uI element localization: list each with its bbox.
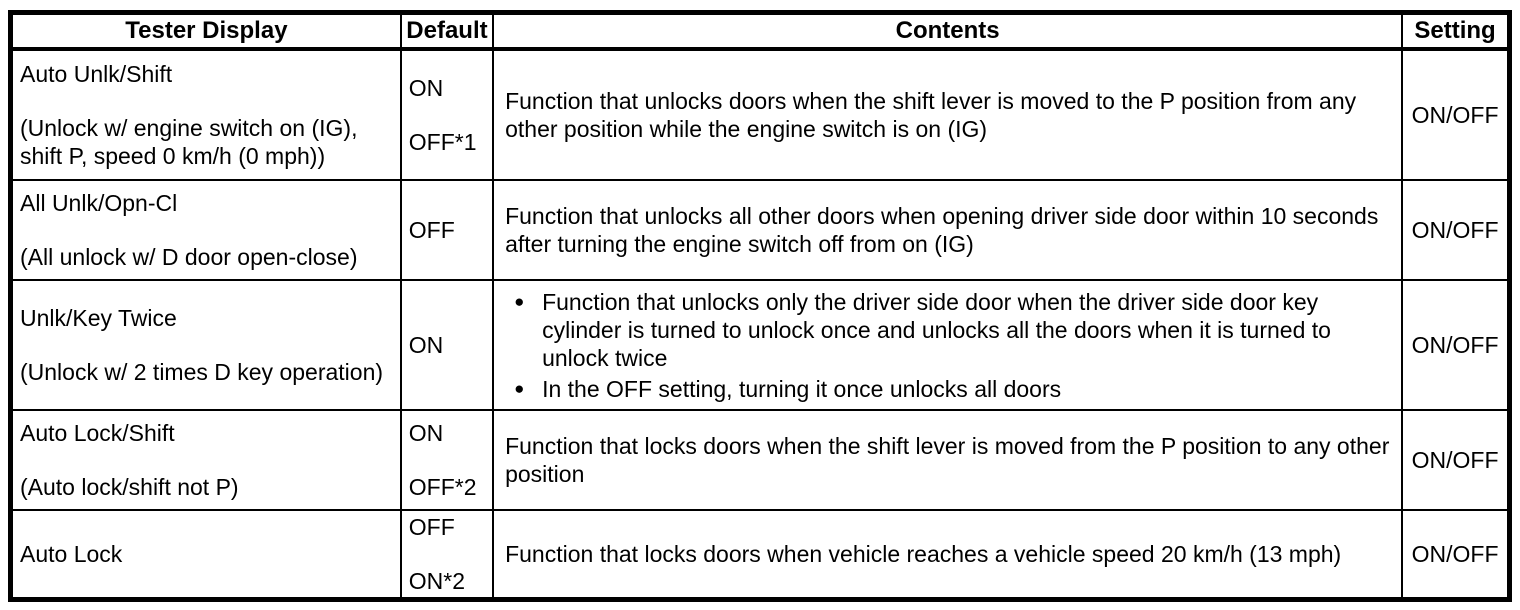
default-cell: ON (399, 279, 495, 411)
default-cell: ON OFF*1 (399, 48, 495, 181)
tester-display-cell: Auto Unlk/Shift (Unlock w/ engine switch… (9, 48, 402, 181)
customization-table-container: Tester Display Default Contents Setting … (8, 10, 1512, 602)
bullet-item: In the OFF setting, turning it once unlo… (505, 375, 1393, 403)
column-header-contents: Contents (492, 11, 1404, 51)
setting-cell: ON/OFF (1401, 48, 1511, 181)
contents-text: Function that unlocks all other doors wh… (505, 203, 1379, 257)
contents-cell: Function that locks doors when vehicle r… (492, 509, 1404, 601)
column-header-default: Default (399, 11, 495, 51)
bullet-icon (514, 375, 524, 403)
tester-name: Auto Lock/Shift (20, 420, 175, 446)
table-row: Unlk/Key Twice (Unlock w/ 2 times D key … (9, 279, 1511, 411)
tester-name: Auto Unlk/Shift (20, 61, 173, 87)
tester-display-cell: Unlk/Key Twice (Unlock w/ 2 times D key … (9, 279, 402, 411)
table-row: Auto Lock/Shift (Auto lock/shift not P) … (9, 409, 1511, 511)
default-value: OFF*2 (408, 474, 477, 500)
default-value: OFF*1 (408, 129, 477, 155)
contents-text: Function that unlocks doors when the shi… (505, 88, 1357, 142)
default-value: ON (408, 420, 444, 446)
setting-cell: ON/OFF (1401, 179, 1511, 281)
tester-display-cell: All Unlk/Opn-Cl (All unlock w/ D door op… (9, 179, 402, 281)
default-value: ON (408, 75, 444, 101)
contents-cell: Function that locks doors when the shift… (492, 409, 1404, 511)
header-row: Tester Display Default Contents Setting (9, 11, 1511, 51)
tester-note: (All unlock w/ D door open-close) (20, 244, 358, 270)
default-value: OFF (408, 217, 455, 243)
default-value: ON*2 (408, 568, 466, 594)
tester-name: Unlk/Key Twice (20, 305, 177, 331)
setting-cell: ON/OFF (1401, 279, 1511, 411)
contents-cell: Function that unlocks all other doors wh… (492, 179, 1404, 281)
default-value: ON (408, 332, 444, 358)
table-row: Auto Unlk/Shift (Unlock w/ engine switch… (9, 48, 1511, 181)
column-header-setting: Setting (1401, 11, 1511, 51)
setting-cell: ON/OFF (1401, 409, 1511, 511)
tester-note: (Unlock w/ 2 times D key operation) (20, 359, 384, 385)
bullet-item: Function that unlocks only the driver si… (505, 288, 1393, 372)
bullet-text: In the OFF setting, turning it once unlo… (542, 375, 1062, 402)
contents-text: Function that locks doors when the shift… (505, 433, 1390, 487)
contents-text: Function that locks doors when vehicle r… (505, 541, 1342, 567)
column-header-tester-display: Tester Display (9, 11, 402, 51)
table-row: Auto Lock OFF ON*2 Function that locks d… (9, 509, 1511, 601)
default-cell: OFF (399, 179, 495, 281)
tester-display-cell: Auto Lock (9, 509, 402, 601)
default-cell: OFF ON*2 (399, 509, 495, 601)
contents-cell: Function that unlocks only the driver si… (492, 279, 1404, 411)
tester-note: (Auto lock/shift not P) (20, 474, 239, 500)
setting-cell: ON/OFF (1401, 509, 1511, 601)
customization-table: Tester Display Default Contents Setting … (8, 10, 1512, 602)
bullet-text: Function that unlocks only the driver si… (542, 288, 1331, 371)
table-row: All Unlk/Opn-Cl (All unlock w/ D door op… (9, 179, 1511, 281)
tester-display-cell: Auto Lock/Shift (Auto lock/shift not P) (9, 409, 402, 511)
tester-name: All Unlk/Opn-Cl (20, 190, 178, 216)
contents-cell: Function that unlocks doors when the shi… (492, 48, 1404, 181)
default-value: OFF (408, 514, 455, 540)
tester-note: (Unlock w/ engine switch on (IG), shift … (20, 115, 358, 169)
bullet-icon (514, 288, 524, 316)
contents-bullet-list: Function that unlocks only the driver si… (505, 288, 1393, 403)
tester-name: Auto Lock (20, 541, 123, 567)
default-cell: ON OFF*2 (399, 409, 495, 511)
